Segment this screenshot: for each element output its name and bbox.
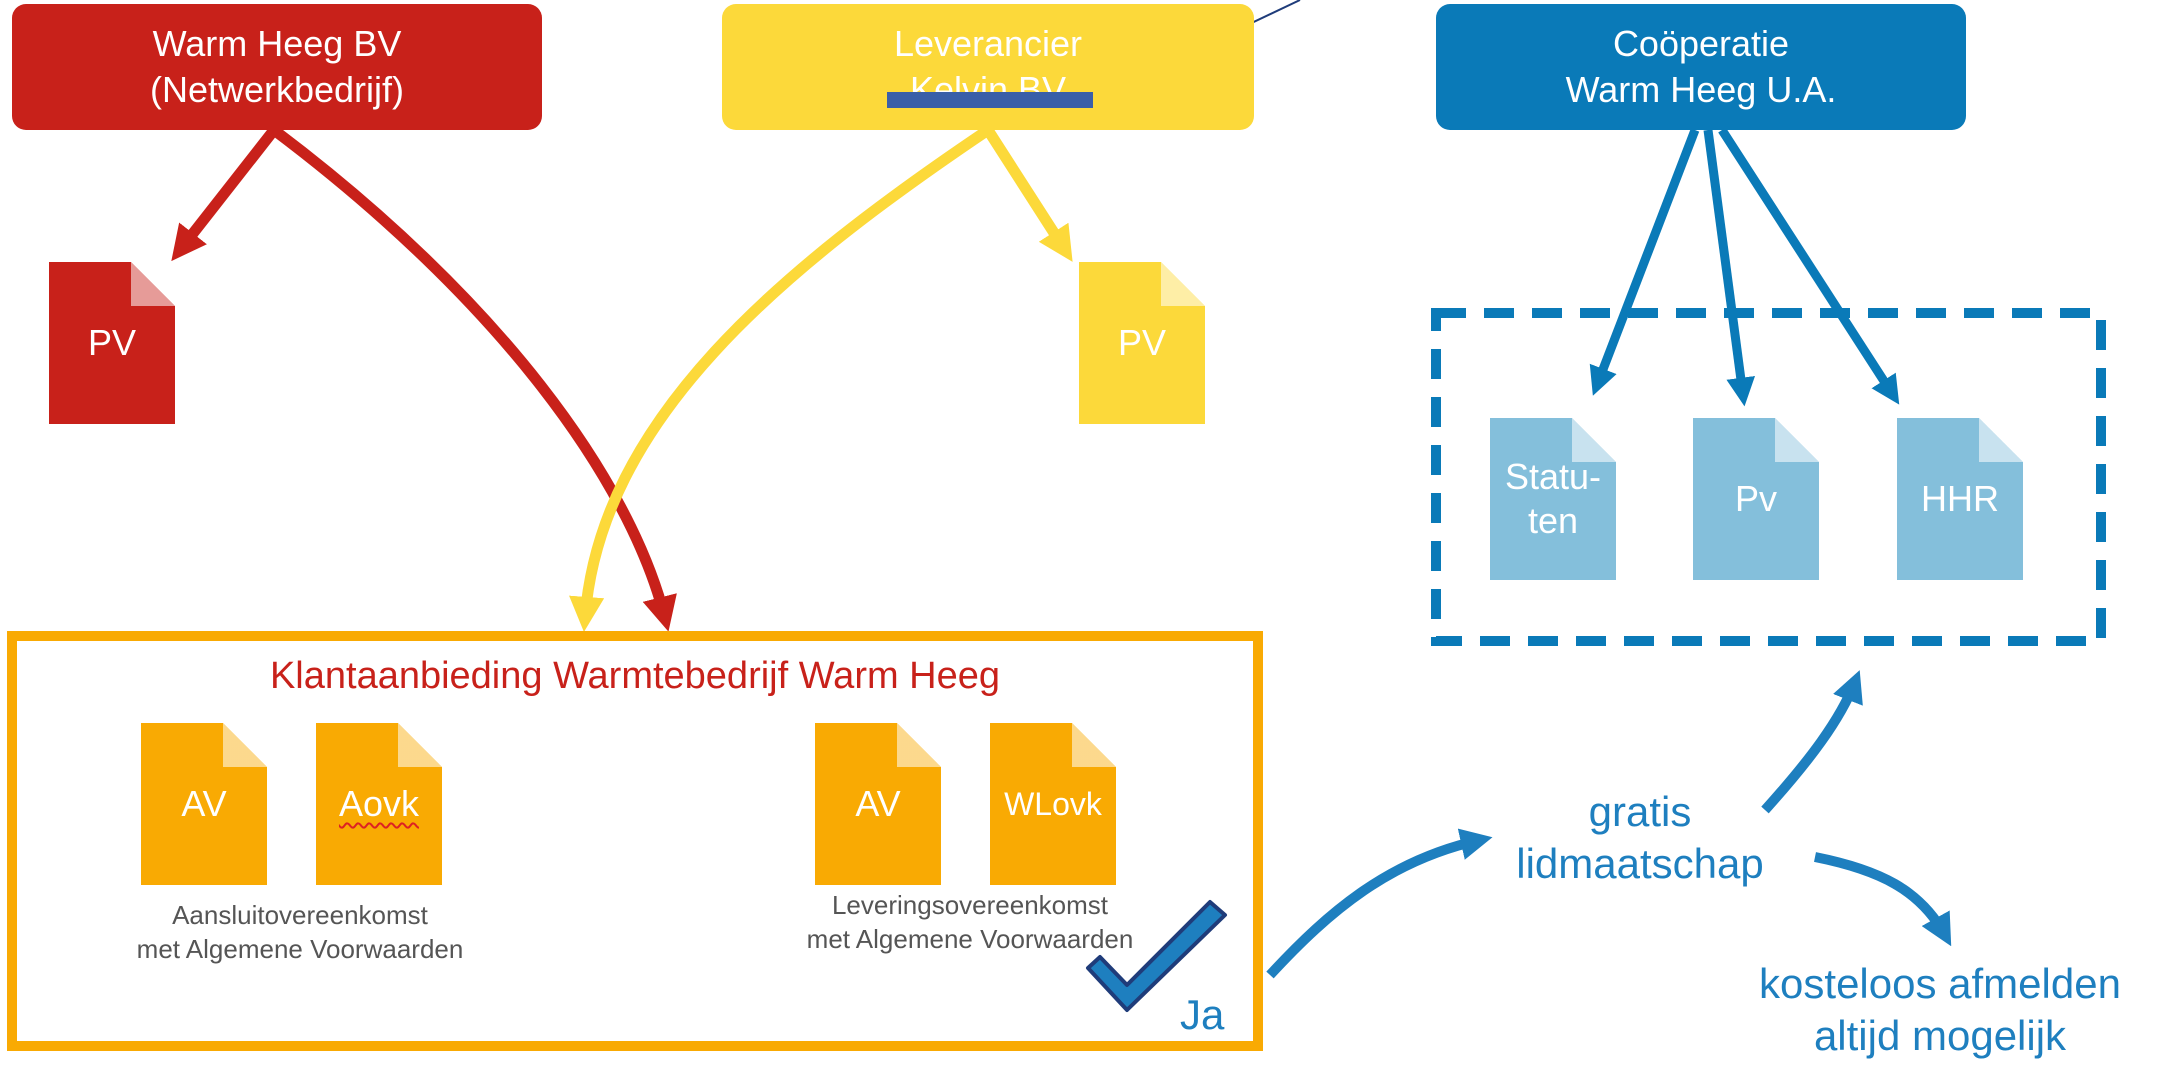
supplier-name-redaction [887, 92, 1093, 108]
coop-documents-group [1431, 308, 2106, 646]
aovk-document: Aovk [316, 723, 442, 885]
statuten-label-2: ten [1527, 500, 1579, 541]
offer-title: Klantaanbieding Warmtebedrijf Warm Heeg [269, 655, 1001, 697]
arrow-coop-to-hhr [1718, 127, 1900, 405]
wlovk-document: WLovk [990, 723, 1116, 885]
supplier-label: Leverancier [893, 23, 1083, 64]
connection-agreement-caption: Aansluitovereenkomst met Algemene Voorwa… [80, 898, 520, 966]
av-document-2: AV [815, 723, 941, 885]
aovk-label: Aovk [338, 783, 420, 824]
cooperative-label: Coöperatie [1612, 23, 1790, 64]
av-label-2: AV [855, 783, 901, 824]
supplier-box: Leverancier Kelvin BV [722, 4, 1254, 130]
membership-text: gratis lidmaatschap [1460, 786, 1820, 890]
connection-agreement-line2: met Algemene Voorwaarden [136, 934, 464, 964]
hhr-label: HHR [1921, 478, 1999, 519]
arrow-network-to-offer [270, 125, 677, 632]
membership-line1: gratis [1588, 788, 1692, 835]
av-label-1: AV [181, 783, 227, 824]
arrow-offer-to-membership [1266, 828, 1493, 979]
supplier-pv-label: PV [1117, 322, 1167, 363]
network-company-box: Warm Heeg BV (Netwerkbedrijf) [12, 4, 542, 130]
membership-line2: lidmaatschap [1516, 840, 1764, 887]
supply-agreement-caption: Leveringsovereenkomst met Algemene Voorw… [750, 888, 1190, 956]
check-icon [1086, 900, 1227, 1012]
arrow-membership-to-coop [1761, 670, 1863, 814]
arrow-supplier-to-offer [569, 125, 992, 633]
network-company-role: (Netwerkbedrijf) [149, 69, 405, 110]
connection-agreement-line1: Aansluitovereenkomst [172, 900, 428, 930]
network-pv-label: PV [87, 322, 137, 363]
confirm-label: Ja [1180, 991, 1225, 1038]
network-pv-document: PV [49, 262, 175, 424]
arrow-supplier-to-pv [983, 127, 1073, 262]
exit-text: kosteloos afmelden altijd mogelijk [1700, 958, 2180, 1062]
wlovk-label: WLovk [1004, 786, 1102, 822]
statuten-label-1: Statu- [1504, 456, 1602, 497]
arrow-network-to-pv [171, 126, 279, 262]
exit-line2: altijd mogelijk [1813, 1012, 2067, 1059]
cooperative-name: Warm Heeg U.A. [1565, 69, 1837, 110]
network-company-name: Warm Heeg BV [152, 23, 402, 64]
exit-line1: kosteloos afmelden [1759, 960, 2121, 1007]
offer-box [7, 631, 1263, 1051]
arrow-membership-to-exit [1814, 852, 1952, 947]
statuten-document: Statu- ten [1490, 418, 1616, 580]
arrow-coop-to-pv [1703, 129, 1756, 407]
supply-agreement-line2: met Algemene Voorwaarden [806, 924, 1134, 954]
arrow-coop-to-statuten [1589, 128, 1700, 396]
cooperative-box: Coöperatie Warm Heeg U.A. [1436, 4, 1966, 130]
supply-agreement-line1: Leveringsovereenkomst [831, 890, 1109, 920]
coop-pv-label: Pv [1734, 478, 1777, 519]
